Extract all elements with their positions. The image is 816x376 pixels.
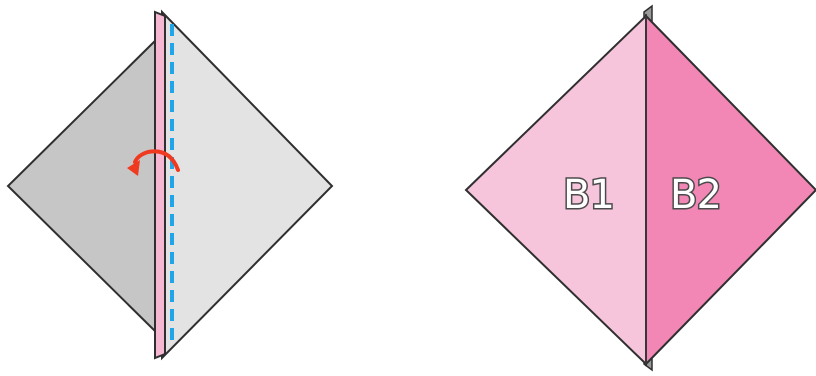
curved-arrow-left-icon bbox=[127, 149, 180, 176]
left-folded-square bbox=[6, 9, 334, 361]
right-square: B1 B2 bbox=[464, 4, 816, 372]
folded-pink-strip bbox=[154, 10, 166, 360]
label-b1: B1 bbox=[563, 172, 614, 218]
label-b2: B2 bbox=[670, 172, 721, 218]
left-half-grey bbox=[6, 35, 159, 337]
half-b1 bbox=[464, 13, 647, 367]
right-half-grey bbox=[161, 9, 334, 361]
